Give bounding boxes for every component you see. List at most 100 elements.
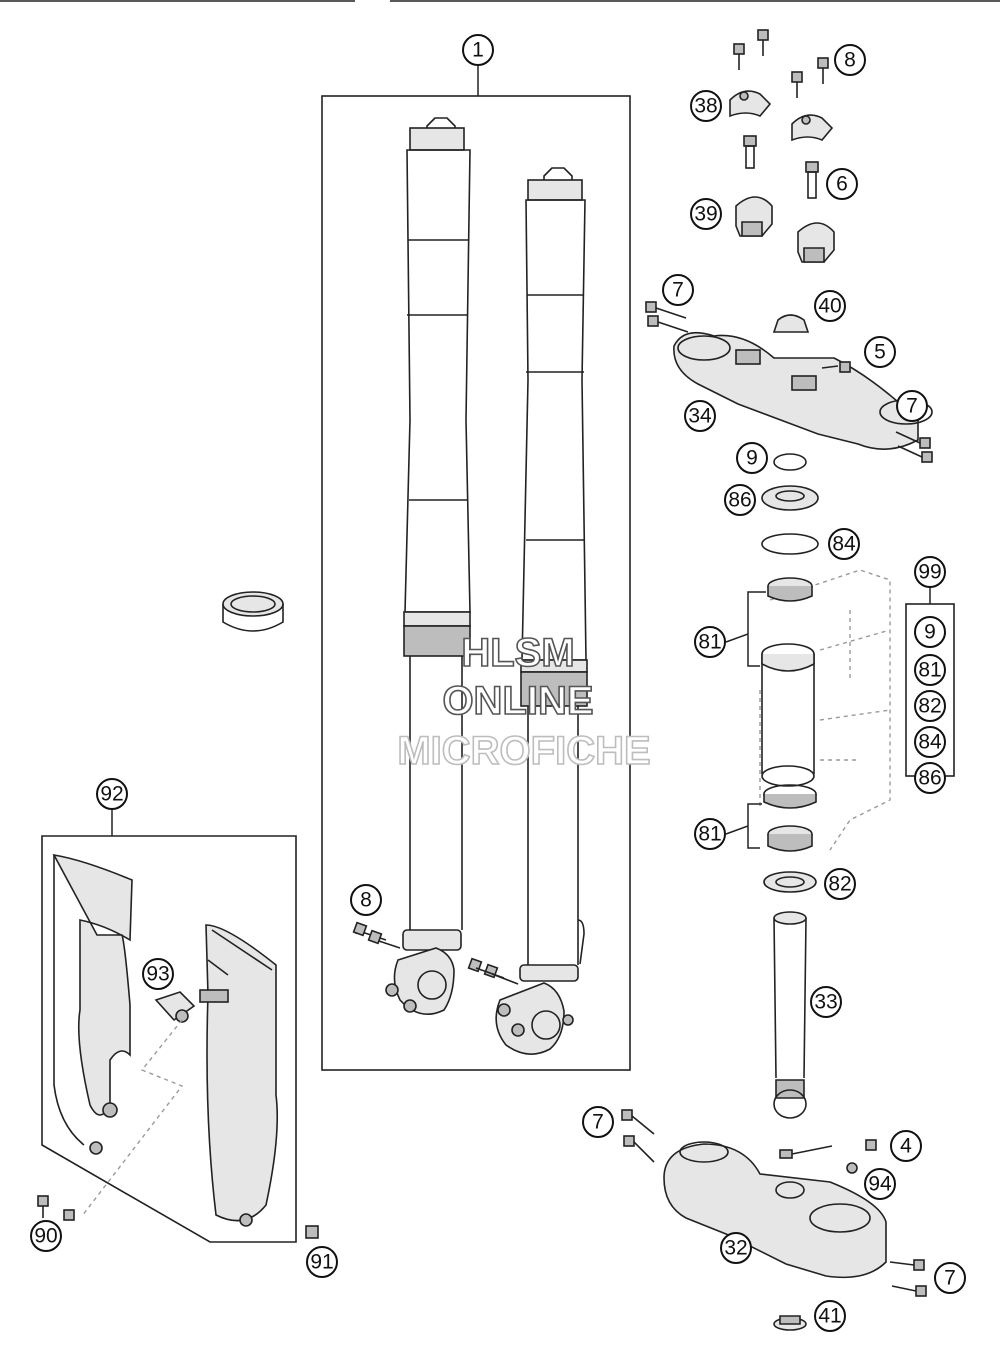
fork-guard-box [41, 835, 297, 1243]
callout-81-lower: 81 [694, 818, 726, 850]
svg-text:41: 41 [818, 1305, 841, 1328]
seal-ring-84 [761, 533, 819, 555]
callout-99: 99 [914, 556, 946, 588]
clamp-bolts-8-left [352, 921, 401, 949]
guard-bracket-93 [154, 991, 196, 1023]
watermark: HLSM ONLINE MICROFICHE [397, 630, 652, 774]
svg-text:8: 8 [360, 889, 372, 912]
svg-text:93: 93 [146, 963, 169, 986]
kit-item-84: 84 [914, 726, 946, 758]
svg-text:38: 38 [694, 95, 717, 118]
svg-text:81: 81 [698, 631, 721, 654]
callout-8-fork: 8 [350, 884, 382, 916]
callout-86: 86 [724, 484, 756, 516]
callout-8-top: 8 [834, 44, 866, 76]
callout-7-d: 7 [934, 1262, 966, 1294]
callout-6: 6 [826, 168, 858, 200]
svg-text:84: 84 [918, 731, 942, 754]
watermark-line2: ONLINE [442, 679, 593, 723]
handlebar-clamp-top-38 [729, 90, 834, 142]
callout-92: 92 [96, 778, 128, 810]
handlebar-clamp-bottom-39 [735, 196, 835, 263]
svg-text:5: 5 [874, 341, 886, 364]
callout-7-a: 7 [662, 274, 694, 306]
adjuster-ring [222, 591, 284, 632]
svg-text:7: 7 [592, 1111, 604, 1134]
callout-81-upper: 81 [694, 626, 726, 658]
svg-text:7: 7 [906, 395, 918, 418]
lower-triple-clamp-32 [621, 1109, 927, 1297]
clamp-bolts-right [467, 957, 519, 985]
svg-text:90: 90 [34, 1225, 57, 1248]
svg-text:33: 33 [814, 991, 837, 1014]
frame-head-tube-dashed [759, 569, 891, 851]
svg-text:86: 86 [918, 767, 941, 790]
svg-text:9: 9 [924, 621, 936, 644]
callout-33: 33 [810, 986, 842, 1018]
kit-item-86: 86 [914, 762, 946, 794]
svg-text:92: 92 [100, 783, 123, 806]
handlebar-bolts-6 [743, 135, 819, 199]
svg-text:1: 1 [472, 39, 484, 62]
fork-guard-right [199, 924, 279, 1227]
svg-text:91: 91 [310, 1251, 333, 1274]
svg-text:82: 82 [918, 695, 941, 718]
svg-text:6: 6 [836, 173, 848, 196]
svg-text:82: 82 [828, 873, 851, 896]
dust-seal-86 [761, 485, 819, 511]
svg-text:94: 94 [868, 1173, 892, 1196]
callout-32: 32 [720, 1232, 752, 1264]
upper-bearing-81 [767, 577, 813, 602]
callout-94: 94 [864, 1168, 896, 1200]
leader-lines [725, 591, 766, 849]
svg-text:84: 84 [832, 533, 856, 556]
upper-triple-clamp-34 [645, 301, 933, 463]
callout-90: 90 [30, 1220, 62, 1252]
svg-text:8: 8 [844, 49, 856, 72]
bolt-90 [37, 1195, 75, 1221]
callout-38: 38 [690, 90, 722, 122]
callout-1: 1 [462, 34, 494, 66]
svg-text:9: 9 [746, 447, 758, 470]
watermark-line1: HLSM [461, 631, 574, 675]
callout-5: 5 [864, 336, 896, 368]
handlebar-bolts-8 [733, 29, 829, 98]
callout-9: 9 [736, 442, 768, 474]
svg-text:4: 4 [900, 1135, 912, 1158]
bolt-91 [305, 1225, 319, 1239]
svg-text:39: 39 [694, 203, 717, 226]
right-fork-leg [495, 167, 588, 1055]
lower-bearing-race-81 [763, 784, 817, 809]
svg-text:32: 32 [724, 1237, 747, 1260]
watermark-line3: MICROFICHE [397, 729, 650, 773]
svg-text:34: 34 [688, 405, 712, 428]
svg-text:81: 81 [698, 823, 721, 846]
fork-guard-left [52, 853, 133, 1155]
svg-text:7: 7 [672, 279, 684, 302]
callout-84: 84 [828, 528, 860, 560]
svg-text:40: 40 [818, 295, 841, 318]
stem-nut-41 [773, 1315, 807, 1331]
callout-4: 4 [890, 1130, 922, 1162]
kit-item-82: 82 [914, 690, 946, 722]
head-tube [761, 643, 815, 787]
callout-39: 39 [690, 198, 722, 230]
callout-82: 82 [824, 868, 856, 900]
svg-text:7: 7 [944, 1267, 956, 1290]
svg-text:99: 99 [918, 561, 941, 584]
left-fork-leg [385, 117, 471, 1016]
callout-91: 91 [306, 1246, 338, 1278]
callout-41: 41 [814, 1300, 846, 1332]
callout-7-b: 7 [896, 390, 928, 422]
callout-40: 40 [814, 290, 846, 322]
callout-7-c: 7 [582, 1106, 614, 1138]
steering-stem-33 [773, 911, 807, 1119]
svg-text:86: 86 [728, 489, 751, 512]
seal-ring-82 [763, 871, 817, 893]
svg-text:81: 81 [918, 659, 941, 682]
kit-item-9: 9 [914, 616, 946, 648]
callout-34: 34 [684, 400, 716, 432]
lower-bearing-81 [767, 825, 813, 852]
callout-93: 93 [142, 958, 174, 990]
